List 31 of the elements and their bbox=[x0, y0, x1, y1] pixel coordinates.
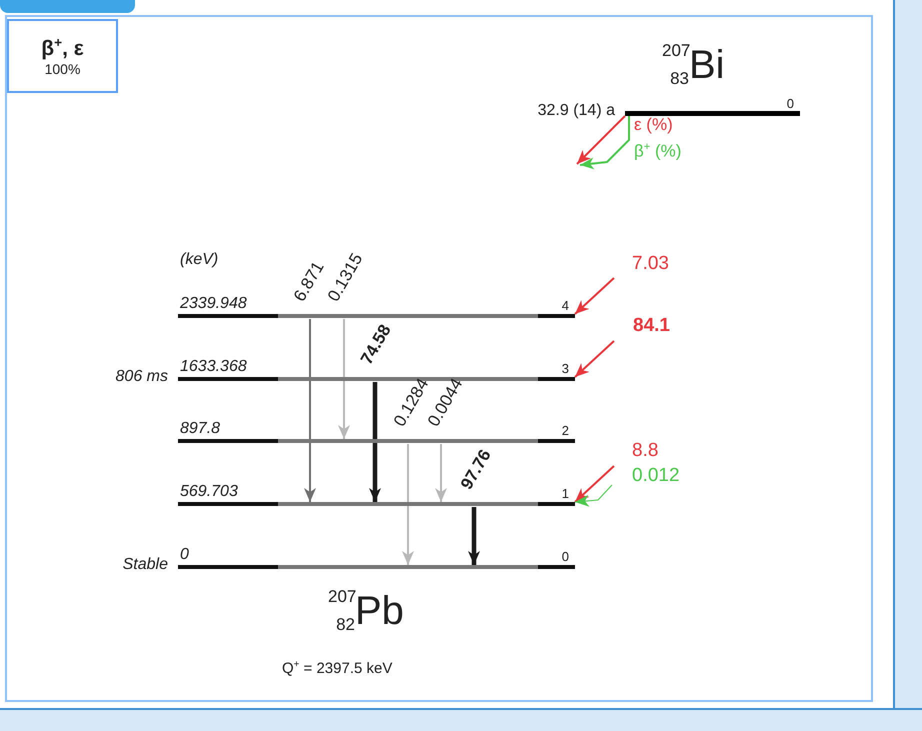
level-index: 2 bbox=[562, 424, 569, 437]
energy-value: 1633.368 bbox=[180, 359, 247, 375]
half-life: 806 ms bbox=[116, 369, 168, 385]
decay-mode-badge bbox=[7, 19, 118, 93]
arrow bbox=[304, 319, 316, 502]
edge-label: β$^{+}$ (%) bbox=[633, 142, 682, 160]
energy-value: 897.8 bbox=[180, 421, 220, 437]
half-life: Stable bbox=[122, 557, 168, 573]
edge-label: ε (%) bbox=[633, 116, 674, 133]
unit-label: (keV) bbox=[180, 252, 218, 268]
arrow bbox=[574, 465, 615, 503]
energy-value: 2339.948 bbox=[180, 296, 247, 312]
level-index: 0 bbox=[562, 550, 569, 563]
arrow bbox=[402, 444, 414, 565]
decay-mode-label: β$^{+}$, ε bbox=[41, 34, 84, 61]
half-life: 32.9 (14) a bbox=[538, 103, 615, 119]
arrow bbox=[574, 277, 615, 315]
level-index: 1 bbox=[562, 487, 569, 500]
level-index: 0 bbox=[786, 97, 794, 110]
energy-value: 569.703 bbox=[180, 484, 238, 500]
arrow bbox=[435, 444, 447, 502]
q-value: Q$^{+}$ = 2397.5 keV bbox=[282, 660, 392, 676]
energy-value: 0 bbox=[180, 547, 189, 563]
level-index: 4 bbox=[562, 299, 569, 312]
branching-ratio: 100% bbox=[44, 60, 80, 78]
arrow bbox=[574, 340, 615, 378]
arrow bbox=[338, 319, 350, 439]
level-index: 3 bbox=[562, 362, 569, 375]
arrow bbox=[574, 484, 612, 507]
arrow bbox=[468, 507, 480, 565]
arrow bbox=[369, 382, 381, 502]
